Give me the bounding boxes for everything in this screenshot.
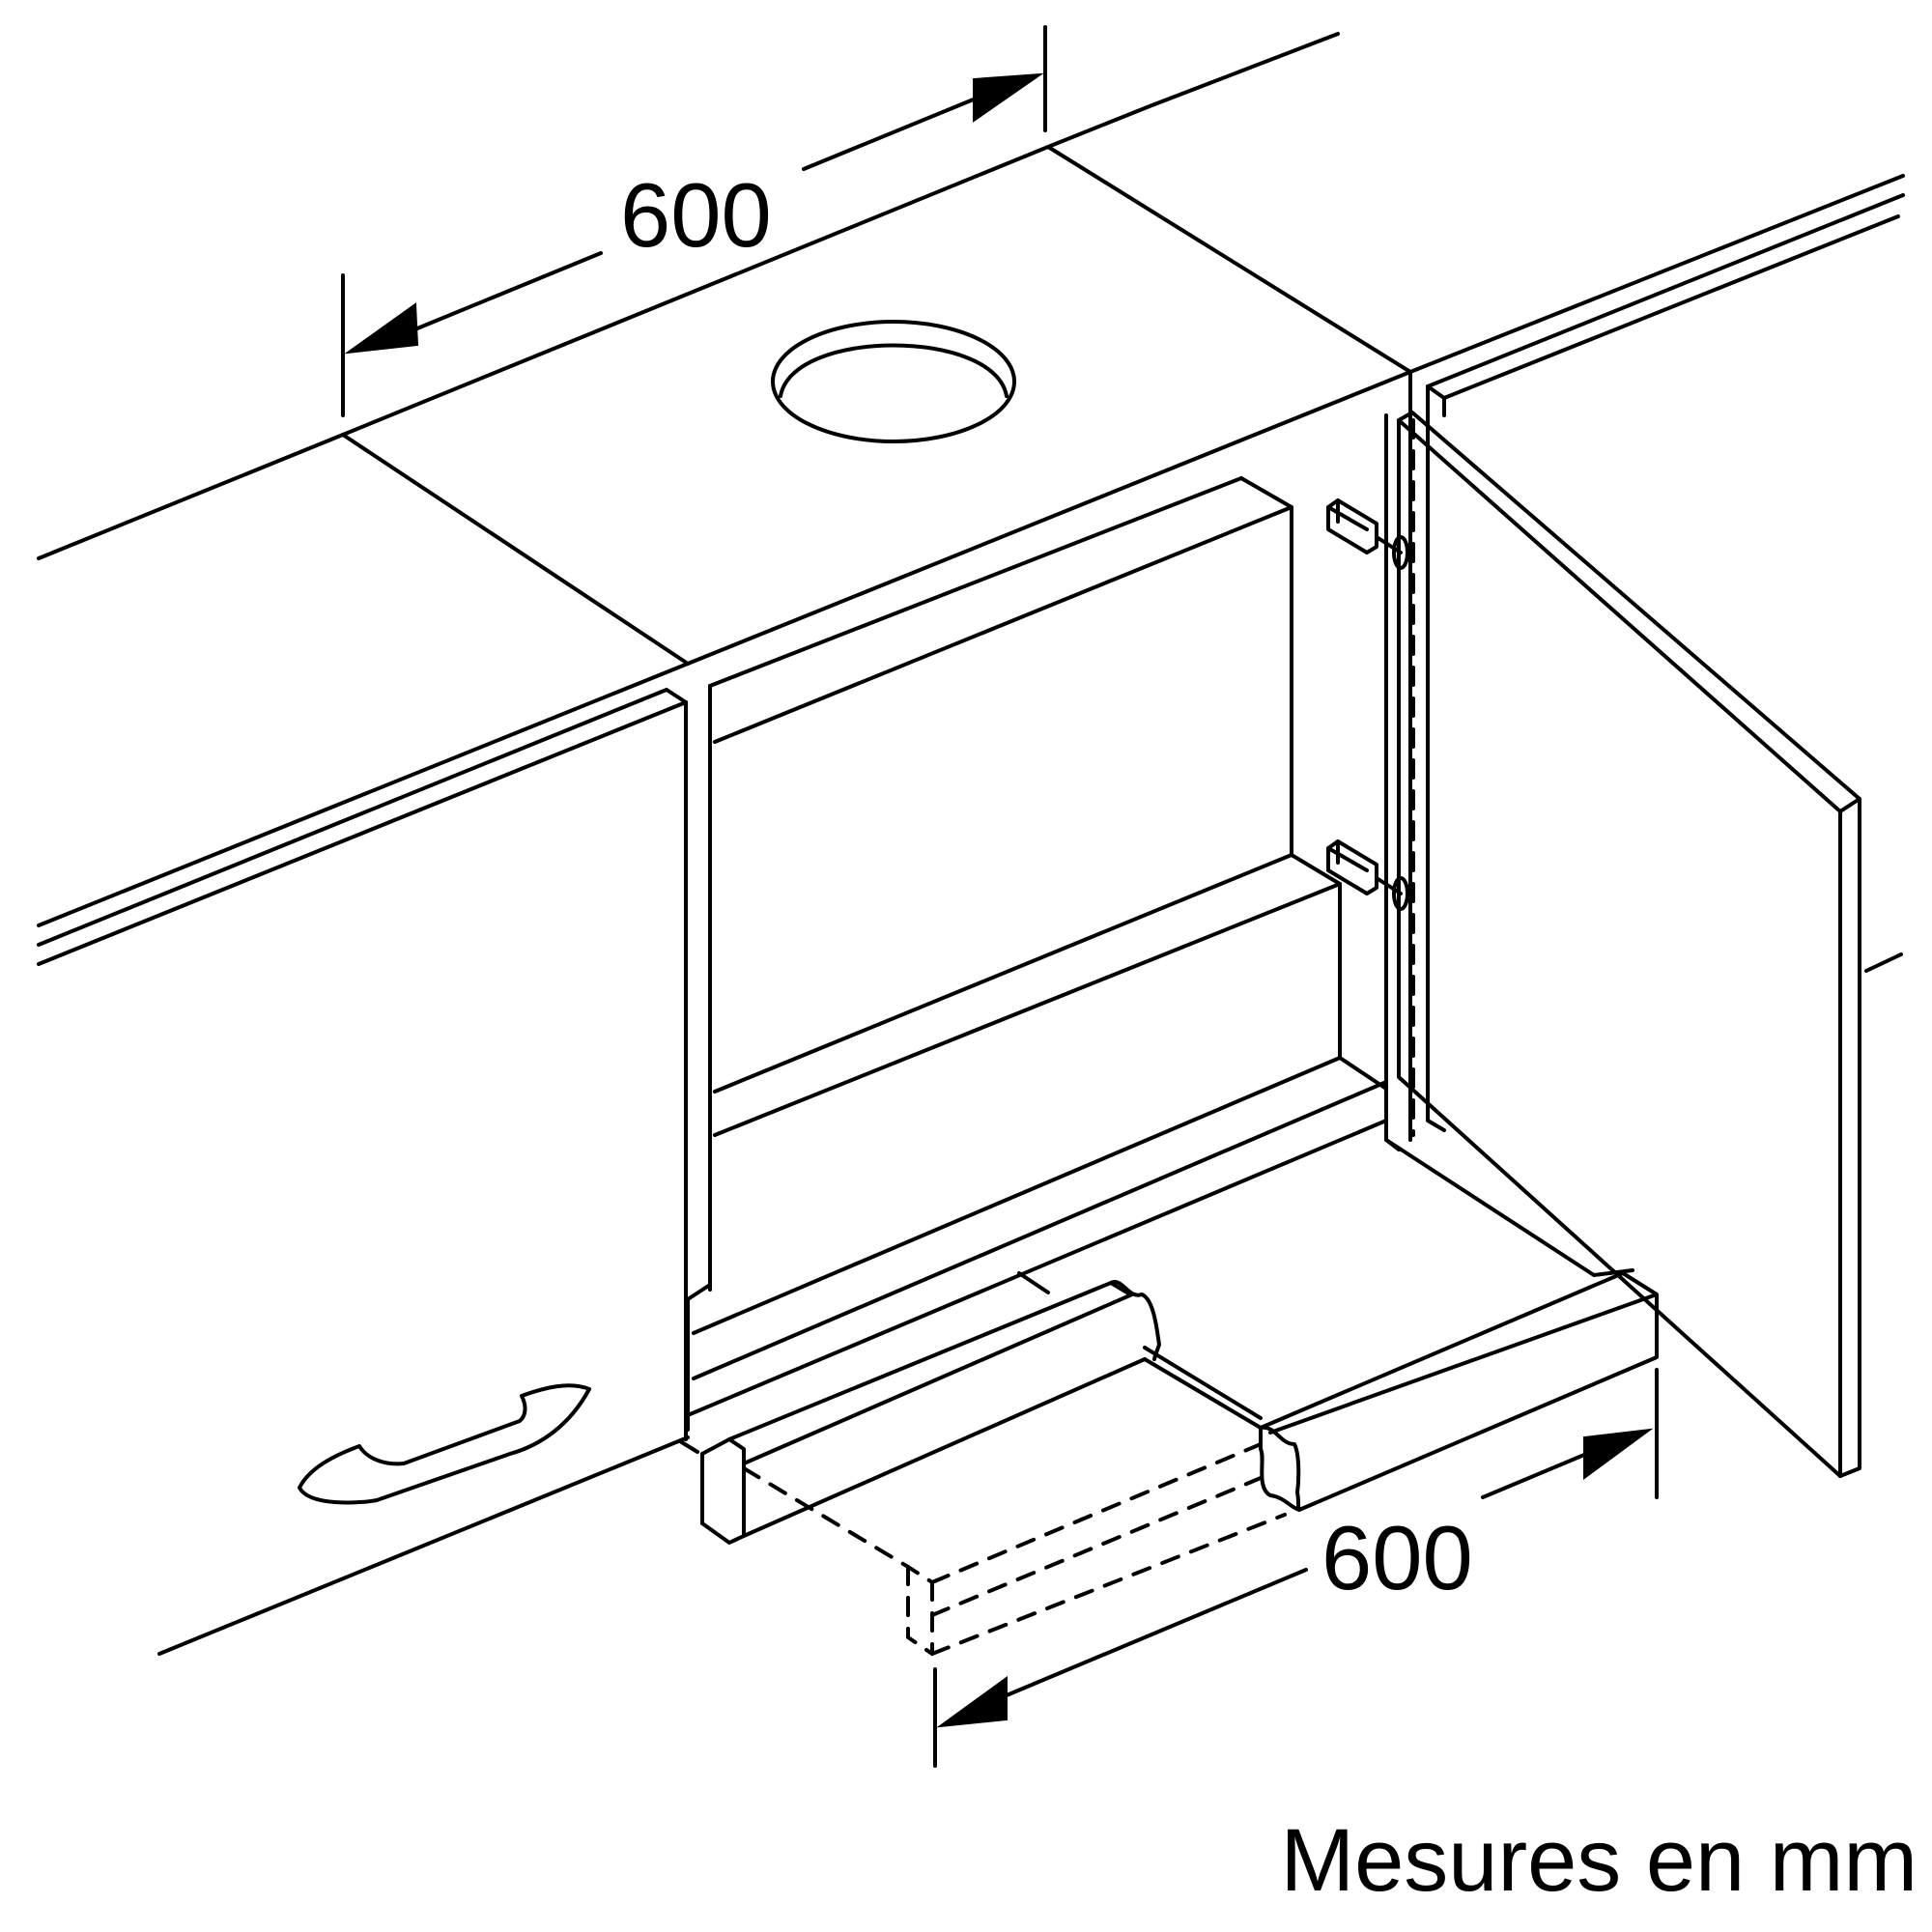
arrow-right-icon (973, 72, 1044, 123)
worktop (37, 32, 1905, 973)
drawer-handle (298, 1383, 591, 1505)
arrow-left-icon (936, 1676, 1008, 1728)
duct-hole (771, 320, 1016, 443)
drawer-rails (1017, 1271, 1263, 1430)
drawer-front-right (1259, 1271, 1659, 1512)
hinge-top (1326, 498, 1409, 570)
dimension-top: 600 (341, 25, 1047, 417)
units-note: Mesures en mm (1280, 1811, 1918, 1910)
drawer-front-left (700, 1280, 1161, 1545)
hinge-bottom (1326, 839, 1409, 911)
dimension-label-bottom: 600 (1321, 1507, 1473, 1608)
hidden-drawer-body (742, 1442, 1287, 1656)
open-door (1397, 396, 1861, 1478)
dimension-label-top: 600 (620, 164, 772, 266)
arrow-right-icon (1583, 1428, 1654, 1480)
dimension-bottom: 600 (933, 1368, 1659, 1768)
cabinet (157, 404, 1634, 1656)
arrow-left-icon (344, 302, 419, 355)
